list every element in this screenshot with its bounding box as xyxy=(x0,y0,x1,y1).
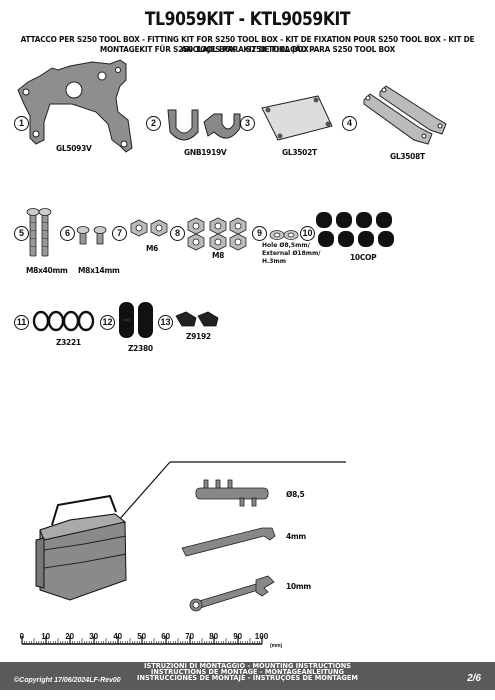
cap-nut-drawing xyxy=(316,212,394,247)
ruler-tick-label: 30 xyxy=(89,632,99,641)
short-bolt-drawing xyxy=(76,226,107,245)
copyright-text: ©Copyright 17/06/2024LF-Rev00 xyxy=(14,677,121,684)
part-number-badge: 9 xyxy=(252,226,267,241)
washer-drawing xyxy=(269,230,299,240)
ruler-tick-label: 0 xyxy=(19,632,25,641)
hex-tool-drawing xyxy=(195,479,269,507)
footer-bar xyxy=(0,662,495,690)
part-number-badge: 2 xyxy=(146,116,161,131)
part-code: GL3502T xyxy=(282,148,317,157)
ruler-tick-label: 90 xyxy=(233,632,243,641)
ruler-tick-label: 80 xyxy=(209,632,219,641)
part-code: GL5093V xyxy=(56,144,92,153)
hex-tool-label: Ø8,5 xyxy=(286,490,305,499)
long-bolt-drawing xyxy=(26,208,52,257)
washer-spec: Hole Ø8,5mm/ External Ø18mm/ H.3mm xyxy=(262,242,321,265)
part-code: GNB1919V xyxy=(184,148,227,157)
footer-line-1: ISTRUZIONI DI MONTAGGIO - MOUNTING INSTR… xyxy=(144,662,351,670)
bracket-plate-drawing xyxy=(17,59,133,153)
ruler-tick-label: 60 xyxy=(161,632,171,641)
part-code: Z2380 xyxy=(128,344,153,353)
part-number-badge: 7 xyxy=(112,226,127,241)
part-code: 10COP xyxy=(350,253,377,262)
part-number-badge: 11 xyxy=(14,315,29,330)
allen-key-label: 4mm xyxy=(286,532,306,541)
part-code: GL3508T xyxy=(390,152,425,161)
part-number-badge: 4 xyxy=(342,116,357,131)
ruler-tick-label: 40 xyxy=(113,632,123,641)
part-number-badge: 3 xyxy=(240,116,255,131)
m8-nut-drawing xyxy=(187,217,247,251)
ruler-tick-label: 20 xyxy=(65,632,75,641)
toolbox-drawing xyxy=(35,494,127,601)
part-number-badge: 13 xyxy=(158,315,173,330)
ruler-scale xyxy=(21,636,263,645)
wrench-drawing xyxy=(189,575,275,612)
clamp-drawing xyxy=(167,109,241,141)
footer-line-3: INSTRUCCIONES DE MONTAJE - INSTRUÇÕES DE… xyxy=(137,674,358,682)
o-ring-drawing xyxy=(32,310,95,332)
part-number-badge: 6 xyxy=(60,226,75,241)
part-number-badge: 12 xyxy=(100,315,115,330)
footer-line-2: INSTRUCTIONS DE MONTAGE - MONTAGEANLEITU… xyxy=(150,668,345,676)
rubber-pad-drawing xyxy=(119,302,153,338)
part-code: Z9192 xyxy=(186,332,211,341)
ruler-tick-label: 50 xyxy=(137,632,147,641)
ruler-unit: (mm) xyxy=(270,643,283,649)
subtitle-line-1: ATTACCO PER S250 TOOL BOX - FITTING KIT … xyxy=(20,34,475,54)
part-code: M8x14mm xyxy=(78,266,120,275)
ruler-tick-label: 10 xyxy=(41,632,51,641)
part-code: Z3221 xyxy=(56,338,81,347)
part-code: M8 xyxy=(212,251,225,260)
part-code: M6 xyxy=(146,244,159,253)
rubber-block-drawing xyxy=(175,311,219,327)
mounting-plate-drawing xyxy=(261,95,333,141)
part-code: M8x40mm xyxy=(26,266,68,275)
rod-pair-drawing xyxy=(363,85,447,145)
part-number-badge: 1 xyxy=(14,116,29,131)
m6-nut-drawing xyxy=(130,219,168,237)
allen-key-drawing xyxy=(181,527,276,557)
document-title: TL9059KIT - KTL9059KIT xyxy=(144,8,351,30)
part-number-badge: 8 xyxy=(170,226,185,241)
part-number-badge: 10 xyxy=(300,226,315,241)
page-number: 2/6 xyxy=(467,673,481,684)
part-number-badge: 5 xyxy=(14,226,29,241)
ruler-tick-label: 100 xyxy=(254,632,269,641)
subtitle-line-2: MONTAGEKIT FÜR S250 TOOL BOX - KIT DE FI… xyxy=(99,44,396,54)
wrench-label: 10mm xyxy=(286,582,311,591)
ruler-tick-label: 70 xyxy=(185,632,195,641)
